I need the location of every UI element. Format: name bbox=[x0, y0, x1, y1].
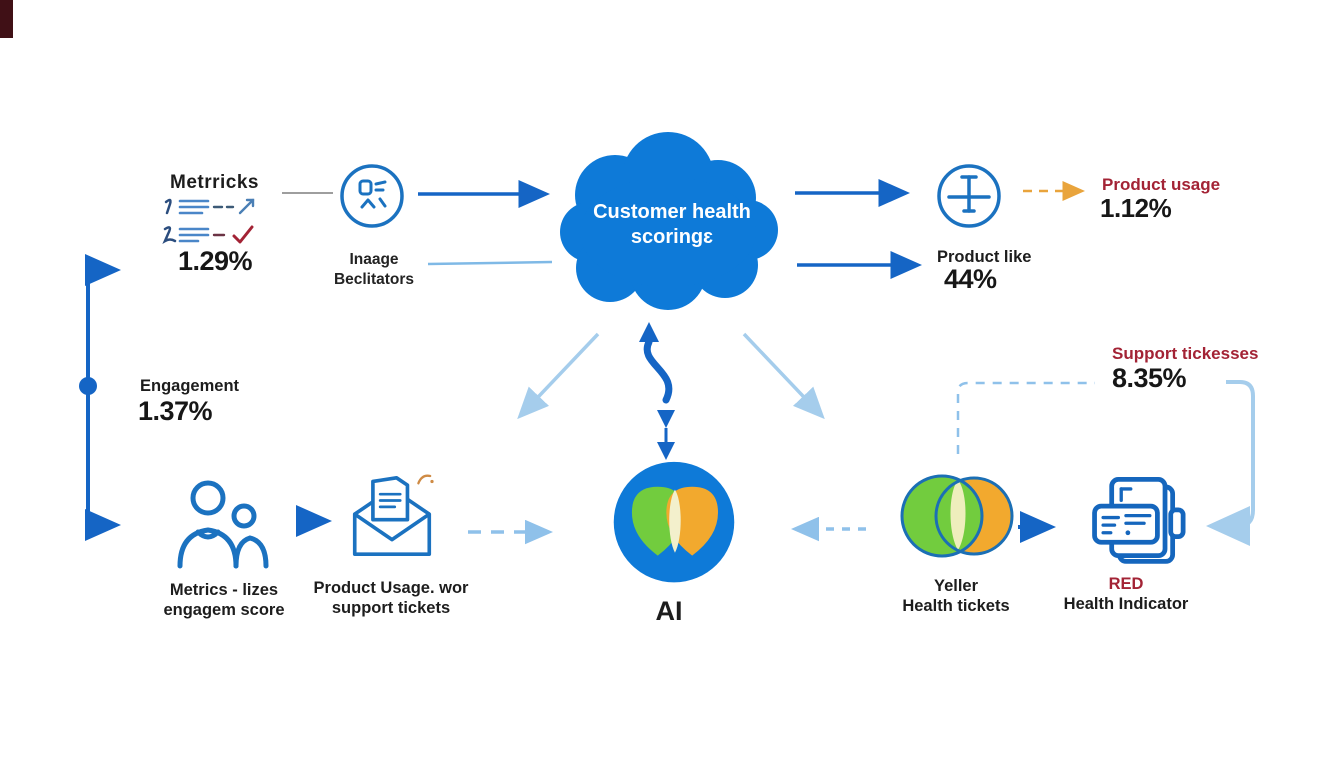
product-tool-icon bbox=[937, 164, 1001, 228]
ai-overlap-pins-icon bbox=[613, 461, 735, 583]
envelope-node-label-line1: Product Usage. wor bbox=[313, 579, 469, 597]
metrics-list-icon bbox=[162, 198, 255, 245]
yellow-health-label-line2: Health tickets bbox=[902, 597, 1010, 616]
support-tickets-label: Support tickesses bbox=[1112, 344, 1259, 363]
yellow-health-label-line1: Yeller bbox=[933, 577, 979, 595]
metrics-value: 1.29% bbox=[178, 246, 253, 276]
red-health-label-line2: Health Indicator bbox=[1063, 595, 1189, 614]
scurve-arrowhead-up bbox=[639, 322, 659, 342]
curve-support-to-red bbox=[1206, 380, 1255, 546]
cloud-title: Customer health scoringɛ bbox=[573, 200, 771, 250]
ai-node-label: AI bbox=[655, 596, 683, 626]
envelope-node-label-line2: support tickets bbox=[331, 599, 451, 618]
product-usage-label: Product usage bbox=[1102, 175, 1221, 194]
engagement-label: Engagement bbox=[140, 377, 240, 395]
customer-node-label: Metrics - lizes engagem score bbox=[145, 580, 303, 620]
product-usage-value: 1.12% bbox=[1100, 193, 1172, 223]
documents-icon bbox=[1092, 477, 1186, 564]
corner-artifact bbox=[0, 0, 13, 38]
product-like-value: 44% bbox=[944, 264, 997, 294]
arrow-cloud-to-ai-right bbox=[742, 332, 825, 420]
connector-indicators-label-to-cloud bbox=[427, 260, 553, 266]
customer-node-label-line2: engagem score bbox=[163, 601, 285, 620]
red-health-label: RED Health Indicator bbox=[1062, 574, 1190, 614]
report-indicators-icon bbox=[340, 164, 404, 228]
people-icon bbox=[177, 480, 269, 569]
arrow-cloud-to-ai-left bbox=[517, 332, 600, 420]
metrics-title: Metrricks bbox=[170, 172, 259, 193]
red-health-label-line1: RED bbox=[1108, 575, 1144, 593]
scurve-arrowhead-down-1 bbox=[657, 410, 675, 428]
product-like-label: Product like bbox=[937, 248, 1032, 266]
scurve-arrowhead-down-2 bbox=[657, 442, 675, 460]
cloud-title-line2: scoringɛ bbox=[630, 226, 714, 248]
indicators-label-line2: Beclitators bbox=[333, 271, 415, 289]
bracket-arrow-up bbox=[85, 254, 121, 386]
indicators-label: Inaage Beclitators bbox=[312, 250, 436, 290]
bracket-node-dot bbox=[79, 377, 97, 395]
open-envelope-icon bbox=[352, 474, 434, 557]
overlapping-circles-icon bbox=[900, 474, 1014, 558]
cloud-title-line1: Customer health bbox=[593, 201, 751, 223]
engagement-value: 1.37% bbox=[138, 396, 213, 426]
envelope-node-label: Product Usage. wor support tickets bbox=[308, 578, 474, 618]
support-tickets-value: 8.35% bbox=[1112, 363, 1187, 393]
arrow-ai-cloud-scurve bbox=[643, 338, 673, 404]
cloud-shape bbox=[560, 132, 778, 310]
yellow-health-label: Yeller Health tickets bbox=[880, 576, 1032, 616]
dashed-path-yellow-to-support bbox=[956, 381, 1095, 454]
bracket-arrow-down bbox=[85, 386, 121, 541]
indicators-label-line1: Inaage bbox=[349, 251, 399, 268]
customer-node-label-line1: Metrics - lizes bbox=[169, 581, 279, 599]
